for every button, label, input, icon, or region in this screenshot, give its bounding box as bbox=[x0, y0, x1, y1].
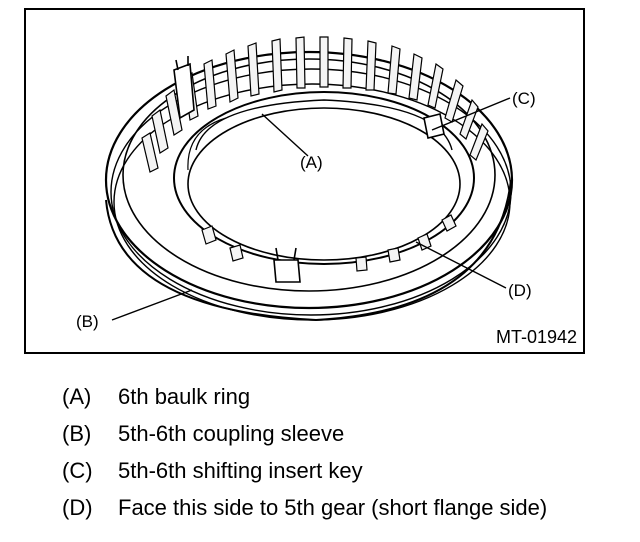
legend-key: (C) bbox=[62, 458, 93, 483]
legend-text: 5th-6th shifting insert key bbox=[118, 458, 363, 483]
legend-text: 5th-6th coupling sleeve bbox=[118, 421, 345, 446]
callout-b: (B) bbox=[76, 312, 99, 331]
figure-id: MT-01942 bbox=[495, 327, 577, 347]
coupling-sleeve-illustration bbox=[104, 36, 514, 322]
legend-key: (A) bbox=[62, 384, 92, 409]
sleeve-splines bbox=[141, 36, 489, 173]
legend-key: (D) bbox=[62, 495, 93, 520]
sleeve-inner-rim bbox=[122, 58, 496, 292]
callout-a: (A) bbox=[300, 153, 323, 172]
sleeve-groove-1 bbox=[110, 68, 512, 316]
legend-key: (B) bbox=[62, 421, 92, 446]
legend-text: Face this side to 5th gear (short flange… bbox=[118, 495, 548, 520]
callout-c: (C) bbox=[512, 89, 536, 108]
baulk-ring-inner bbox=[187, 107, 461, 261]
callout-d: (D) bbox=[508, 281, 532, 300]
legend-item: (B) 5th-6th coupling sleeve bbox=[62, 421, 547, 458]
shifting-insert-keys bbox=[173, 56, 445, 283]
legend-item: (D) Face this side to 5th gear (short fl… bbox=[62, 495, 547, 532]
legend-item: (A) 6th baulk ring bbox=[62, 384, 547, 421]
leader-lines bbox=[111, 97, 511, 321]
baulk-ring-lugs bbox=[201, 214, 457, 272]
diagram-frame: (A) (B) (C) (D) MT-01942 bbox=[24, 8, 585, 354]
legend: (A) 6th baulk ring (B) 5th-6th coupling … bbox=[62, 384, 547, 532]
legend-item: (C) 5th-6th shifting insert key bbox=[62, 458, 547, 495]
sleeve-groove-2 bbox=[113, 83, 511, 321]
legend-text: 6th baulk ring bbox=[118, 384, 251, 409]
sleeve-outer-rim bbox=[104, 50, 514, 310]
